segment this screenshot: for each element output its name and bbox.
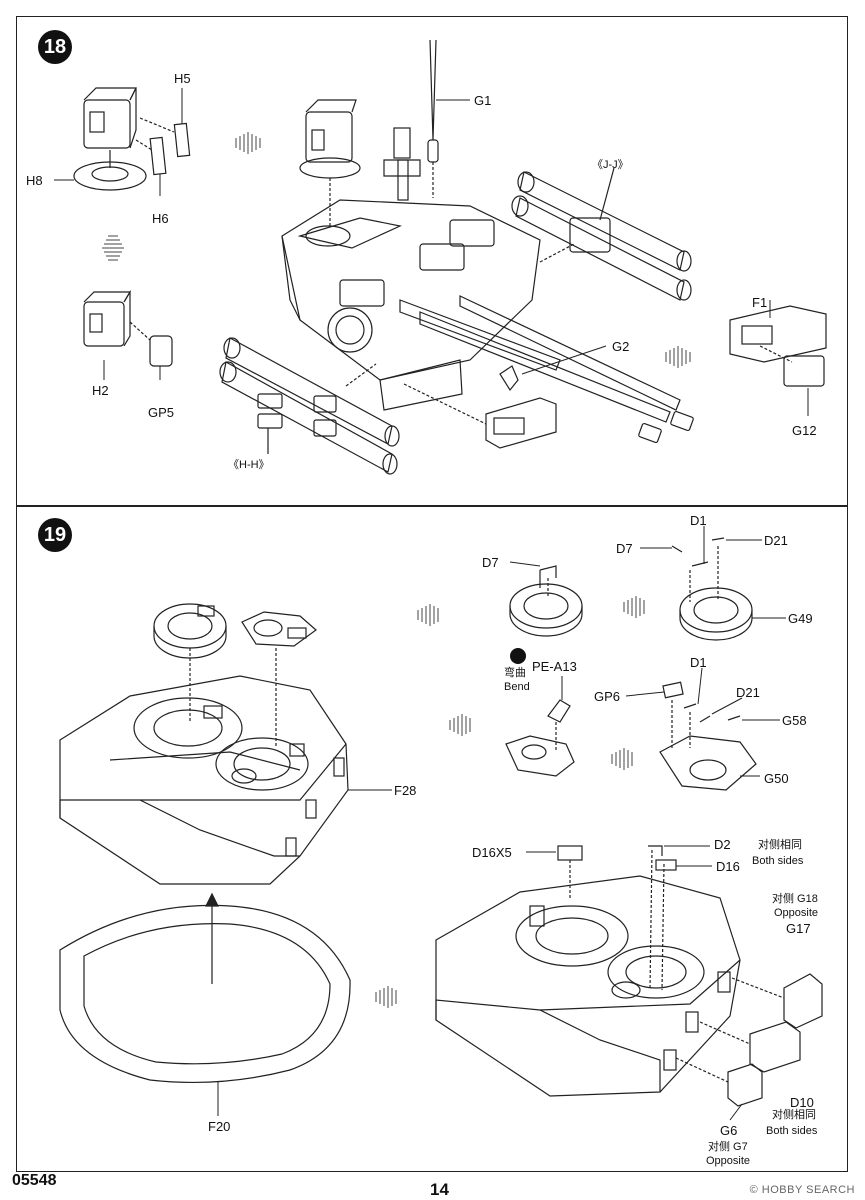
label-d7-b: D7 <box>616 541 633 556</box>
label-both-sides-en-1: Both sides <box>752 855 804 867</box>
watermark: © HOBBY SEARCH <box>749 1184 855 1196</box>
label-h6: H6 <box>152 211 169 226</box>
label-d1-a: D1 <box>690 513 707 528</box>
label-d1-b: D1 <box>690 655 707 670</box>
hatch-d7-top <box>509 565 583 637</box>
page-number: 14 <box>430 1180 449 1199</box>
leader-lines-18 <box>54 88 809 416</box>
pe-a13-assembly <box>505 699 575 777</box>
label-j-j: 《J-J》 <box>592 159 629 171</box>
h2-assembly <box>83 289 173 367</box>
turret-assembly-18 <box>281 39 694 444</box>
label-opposite-cn-2: 对侧 G7 <box>708 1141 748 1153</box>
label-opposite-en-2: Opposite <box>706 1155 751 1167</box>
label-both-sides-en-2: Both sides <box>766 1125 818 1137</box>
side-boxes <box>675 973 823 1107</box>
label-g50: G50 <box>764 771 789 786</box>
step-18-panel <box>16 16 848 506</box>
label-bend-cn: 弯曲 <box>504 667 526 679</box>
label-d2: D2 <box>714 837 731 852</box>
label-bend-en: Bend <box>504 681 530 693</box>
step-19-badge: 19 <box>38 518 72 552</box>
product-code: 05548 <box>12 1172 57 1189</box>
label-d7-a: D7 <box>482 555 499 570</box>
label-f20: F20 <box>208 1119 231 1134</box>
label-h2: H2 <box>92 383 109 398</box>
label-pe-a13: PE-A13 <box>532 659 577 674</box>
turret-hull-f28 <box>59 675 349 885</box>
label-h5: H5 <box>174 71 191 86</box>
label-g6: G6 <box>720 1123 738 1138</box>
label-g1: G1 <box>474 93 492 108</box>
label-g12: G12 <box>792 423 817 438</box>
label-g49: G49 <box>788 611 813 626</box>
launcher-j-j <box>511 167 692 301</box>
h-periscope-housing <box>73 87 191 191</box>
hatch-g49 <box>671 537 753 641</box>
label-both-sides-cn-2: 对侧相同 <box>772 1109 816 1121</box>
direction-arrows <box>102 132 691 368</box>
label-gp6: GP6 <box>594 689 621 704</box>
f1-g12-parts <box>729 305 827 387</box>
step-19-panel <box>16 506 848 1172</box>
g50-assembly <box>659 681 757 791</box>
label-g17: G17 <box>786 921 811 936</box>
hatch-rings-top <box>153 603 317 748</box>
label-opposite-cn-1: 对侧 G18 <box>772 893 818 905</box>
label-f28: F28 <box>394 783 417 798</box>
label-gp5: GP5 <box>148 405 175 420</box>
direction-arrows-19 <box>375 596 645 1008</box>
launcher-h-h <box>219 337 400 475</box>
leader-lines-19 <box>217 526 786 1121</box>
final-turret-assembly <box>435 845 741 1097</box>
label-d21-a: D21 <box>764 533 788 548</box>
label-d16x5: D16X5 <box>472 845 512 860</box>
label-g2: G2 <box>612 339 630 354</box>
label-both-sides-cn-1: 对侧相同 <box>758 839 802 851</box>
label-f1: F1 <box>752 295 768 310</box>
label-d10: D10 <box>790 1095 814 1110</box>
label-h-h: 《H-H》 <box>228 459 270 471</box>
label-g58: G58 <box>782 713 807 728</box>
label-d21-b: D21 <box>736 685 760 700</box>
label-d16: D16 <box>716 859 740 874</box>
bend-icon <box>510 648 526 664</box>
label-opposite-en-1: Opposite <box>774 907 819 919</box>
g2-parts <box>403 365 557 449</box>
turret-ring-f20 <box>59 892 351 1084</box>
label-h8: H8 <box>26 173 43 188</box>
step-18-badge: 18 <box>38 30 72 64</box>
